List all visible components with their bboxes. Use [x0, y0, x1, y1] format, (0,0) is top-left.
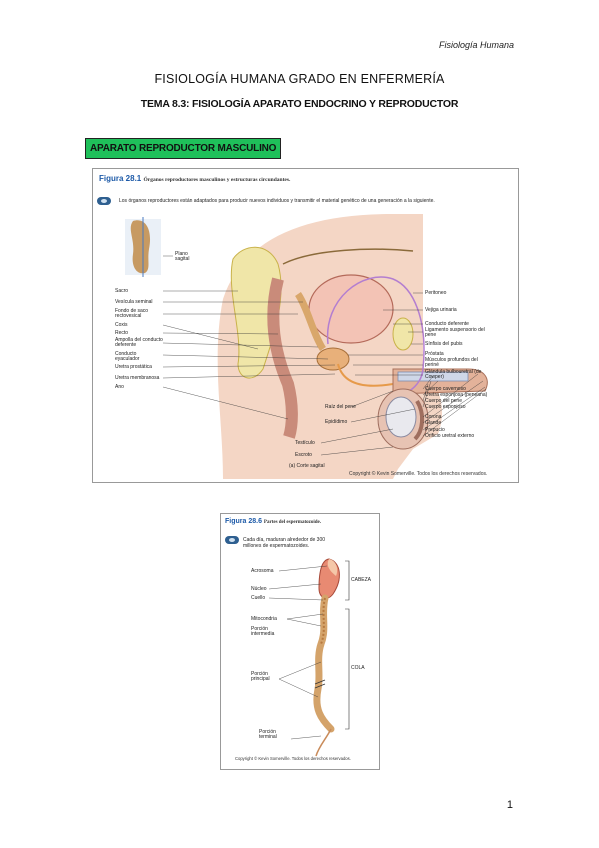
sagittal-section-illustration [125, 214, 488, 479]
label-porcion-terminal: Porción terminal [259, 729, 277, 740]
label-vesicula-seminal: Vesícula seminal [115, 299, 153, 305]
label-corona: Corona [425, 414, 442, 420]
label-conducto-deferente: Conducto deferente [425, 321, 469, 327]
eye-icon [225, 536, 239, 544]
figure-sperm-parts: Figura 28.6 Partes del espermatozoide. C… [220, 513, 380, 770]
label-sacro: Sacro [115, 288, 129, 294]
document-title: FISIOLOGÍA HUMANA GRADO EN ENFERMERÍA [154, 72, 445, 86]
label-vejiga: Vejiga urinaria [425, 307, 457, 313]
figure2-title: Partes del espermatozoide. [263, 520, 321, 525]
label-recto: Recto [115, 330, 129, 336]
label-glande: Glande [425, 420, 442, 426]
label-sinfisis: Sínfisis del pubis [425, 341, 463, 347]
figure2-intro: Cada día, maduran alrededor de 300 millo… [243, 537, 326, 549]
label-conducto-eyaculador: Conducto eyaculador [115, 351, 140, 362]
label-epididimo: Epidídimo [325, 419, 348, 425]
label-prostata: Próstata [425, 351, 444, 357]
label-musculos: Músculos profundos del periné [425, 357, 478, 368]
label-cuerpo-esponjoso: Cuerpo esponjoso [425, 404, 466, 410]
label-prepucio: Prepucio [425, 427, 445, 433]
figure2-copyright: Copyright © Kevin Somerville. Todos los … [235, 756, 351, 761]
label-ano: Ano [115, 384, 124, 390]
figure2-number: Figura 28.6 [225, 518, 262, 525]
label-orificio: Orificio uretral externo [425, 433, 475, 439]
page-number: 1 [506, 799, 513, 811]
figure1-intro: Los órganos reproductores están adaptado… [119, 198, 435, 204]
figure1-copyright: Copyright © Kevin Somerville. Todos los … [349, 471, 488, 477]
label-acrosoma: Acrosoma [251, 568, 274, 574]
figure1-number: Figura 28.1 [99, 174, 142, 183]
eye-icon [97, 197, 111, 205]
label-raiz-pene: Raíz del pene [325, 404, 356, 410]
label-uretra-prostatica: Uretra prostática [115, 364, 152, 370]
label-nucleo: Núcleo [251, 586, 267, 592]
label-uretra-esponjosa: Uretra esponjosa (peneana) [425, 392, 488, 398]
label-ligamento: Ligamento suspensorio del pene [425, 327, 485, 338]
document-subtitle: TEMA 8.3: FISIOLOGÍA APARATO ENDOCRINO Y… [140, 98, 459, 110]
section-heading: APARATO REPRODUCTOR MASCULINO [85, 138, 282, 159]
label-testiculo: Testículo [295, 440, 315, 446]
label-cuello: Cuello [251, 595, 266, 601]
label-porcion-intermedia: Porción intermedia [251, 626, 275, 637]
label-mitocondria: Mitocondria [251, 616, 277, 622]
label-plano-sagital: Plano sagital [175, 251, 190, 262]
label-coxis: Coxis [115, 322, 128, 328]
label-cuerpo-cavernoso: Cuerpo cavernoso [425, 386, 466, 392]
label-uretra-membranosa: Uretra membranosa [115, 375, 160, 381]
label-cuerpo-pene: Cuerpo del pene [425, 398, 462, 404]
label-cabeza: CABEZA [351, 577, 372, 583]
figure1-caption: (a) Corte sagital [289, 463, 325, 469]
figure-male-reproductive-organs: Figura 28.1 Órganos reproductores mascul… [92, 168, 519, 483]
running-header: Fisiología Humana [438, 40, 514, 50]
label-porcion-principal: Porción principal [251, 671, 270, 682]
label-ampolla: Ampolla del conducto deferente [115, 337, 163, 348]
label-fondo-saco: Fondo de saco rectovesical [115, 308, 149, 319]
label-escroto: Escroto [295, 452, 312, 458]
figure1-title: Órganos reproductores masculinos y estru… [143, 177, 291, 183]
spermatozoon-illustration [268, 558, 350, 757]
label-glandula: Glándula bulbouretral (de Cowper) [425, 369, 482, 380]
label-cola: COLA [351, 665, 365, 671]
label-peritoneo: Peritoneo [425, 290, 447, 296]
